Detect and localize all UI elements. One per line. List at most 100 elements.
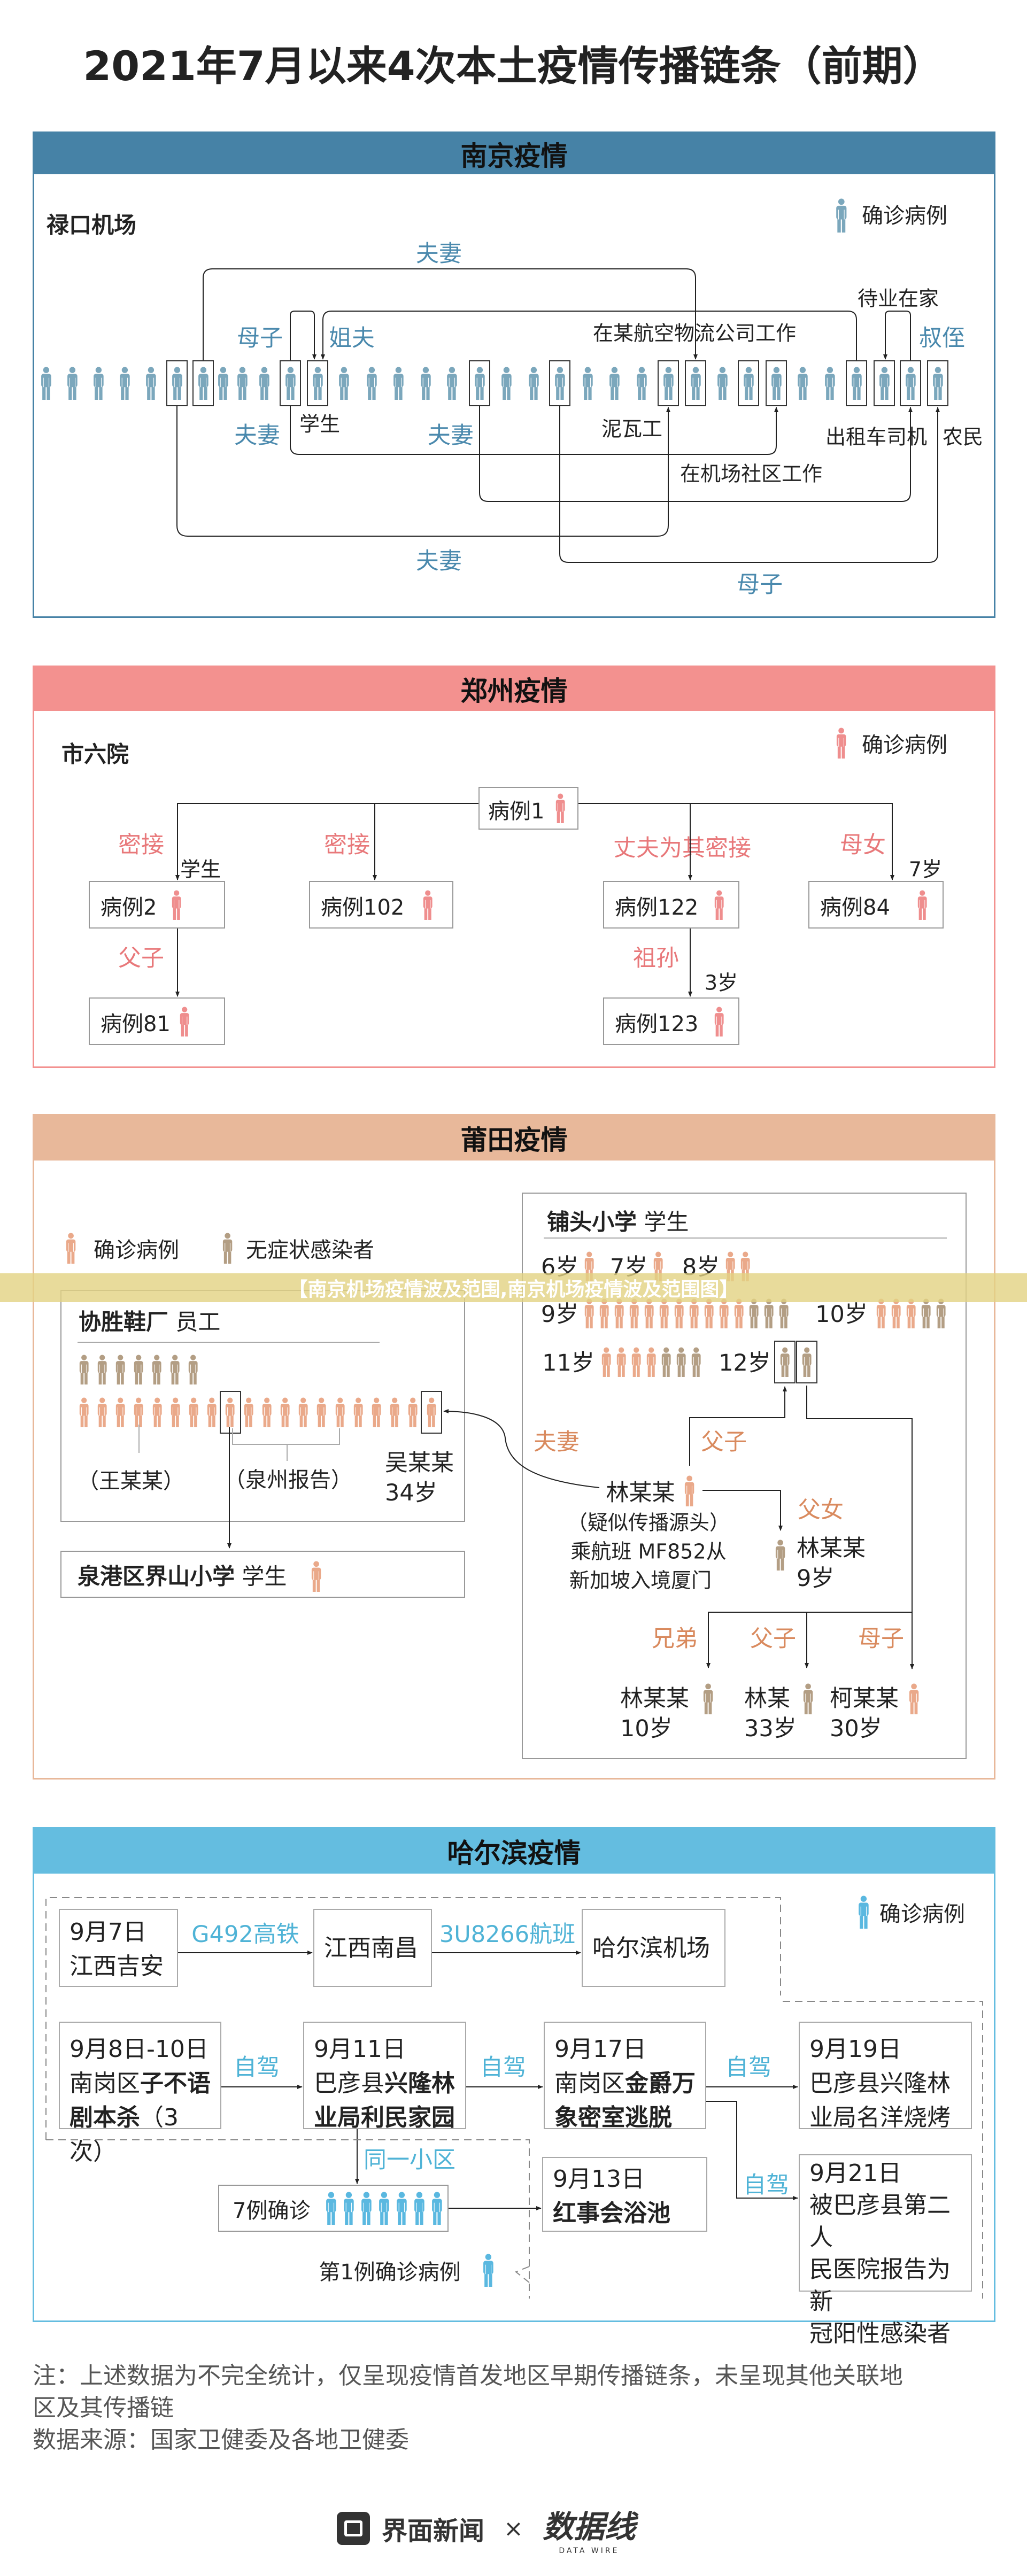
person-icon: [114, 1397, 126, 1427]
label-mother-daughter: 母女: [840, 832, 886, 858]
person-age: 30岁: [830, 1715, 882, 1742]
label-bricklayer: 泥瓦工: [601, 417, 663, 441]
box-escape-room: 9月17日南岗区金爵万象密室逃脱: [544, 2022, 706, 2131]
age-label: 12岁: [719, 1350, 771, 1376]
label-student: 学生: [299, 412, 341, 436]
source-entry: 新加坡入境厦门: [569, 1568, 712, 1592]
label-close-contact: 密接: [324, 832, 370, 858]
person-icon: [713, 890, 725, 920]
person-icon: [118, 367, 132, 400]
box-script-kill: 9月8日-10日南岗区子不语剧本杀（3次）: [59, 2022, 221, 2165]
nanjing-panel: 南京疫情: [33, 131, 995, 618]
person-icon: [133, 1355, 144, 1384]
label-wu-age: 34岁: [385, 1480, 437, 1506]
highlight-box: [927, 360, 948, 406]
factory-title: 协胜鞋厂 员工: [79, 1304, 220, 1337]
person-icon: [643, 1298, 655, 1328]
person-icon: [802, 1683, 814, 1714]
case-81-box: 病例81: [89, 997, 225, 1045]
case-label: 病例102: [321, 895, 405, 920]
label-first-case: 第1例确诊病例: [319, 2260, 461, 2285]
school2-title: 泉港区界山小学 学生: [78, 1559, 287, 1591]
factory-name: 协胜鞋厂: [79, 1309, 169, 1335]
person-icon: [407, 1397, 419, 1427]
person-icon: [221, 1233, 234, 1264]
partner-name: 数据线: [542, 2509, 636, 2545]
footer-logos: 界面新闻 × 数据线 DATA WIRE: [337, 2502, 636, 2555]
label-father-daughter: 父女: [798, 1497, 844, 1523]
person-icon: [377, 2192, 391, 2225]
highlight-box: [192, 360, 214, 406]
case-123-box: 病例123: [603, 997, 739, 1045]
label-couple-top: 夫妻: [416, 241, 462, 267]
person-icon: [360, 2192, 373, 2225]
person-icon: [114, 1355, 126, 1384]
person-icon: [187, 1355, 199, 1384]
label-community: 在机场社区工作: [679, 462, 823, 486]
daughter-age: 9岁: [797, 1565, 835, 1592]
school-title: 铺头小学 学生: [547, 1204, 689, 1237]
venue: 业局利民家园: [314, 2104, 455, 2131]
person-icon: [778, 1298, 790, 1328]
putian-header: 莆田疫情: [34, 1116, 994, 1161]
person-icon: [770, 367, 783, 400]
source-flight: 乘航班 MF852从: [570, 1540, 727, 1564]
nanjing-header: 南京疫情: [34, 133, 994, 174]
person-icon: [430, 2192, 444, 2225]
person-icon: [279, 1397, 291, 1427]
person-icon: [370, 1397, 382, 1427]
person-icon: [78, 1397, 90, 1427]
label-father-son: 父子: [701, 1429, 747, 1456]
divider: [544, 1237, 947, 1239]
legend-asymptomatic-label: 无症状感染者: [246, 1238, 374, 1263]
label-farmer: 农民: [942, 425, 984, 449]
place: 哈尔滨机场: [592, 1935, 710, 1962]
person-icon: [352, 1397, 364, 1427]
highlight-box: [469, 360, 490, 406]
person-icon: [613, 1298, 625, 1328]
nanjing-location: 禄口机场: [47, 212, 137, 238]
person-icon: [835, 728, 847, 759]
person-icon: [65, 1233, 77, 1264]
highlight-box: [796, 1341, 817, 1383]
person-icon: [702, 1683, 714, 1714]
person-icon: [133, 1397, 144, 1427]
jiemian-logo-icon: [337, 2512, 370, 2545]
date: 9月13日: [553, 2165, 645, 2193]
label-couple-left: 夫妻: [234, 422, 280, 449]
person-icon: [630, 1347, 642, 1377]
person-icon: [500, 367, 513, 400]
label-couple-mid: 夫妻: [428, 422, 474, 449]
person-icon: [554, 793, 566, 823]
label-uncle-nephew: 叔侄: [919, 325, 965, 352]
date: 9月17日: [554, 2036, 646, 2063]
label-husband: 丈夫为其密接: [613, 835, 751, 862]
person-age: 10岁: [620, 1715, 673, 1742]
person-icon: [763, 1298, 775, 1328]
person-icon: [482, 2254, 495, 2287]
highlight-box: [420, 1391, 442, 1434]
box-harbin-airport: 哈尔滨机场: [582, 1909, 725, 1987]
highlight-box: [846, 360, 867, 406]
person-icon: [261, 1397, 273, 1427]
label-mother-son: 母子: [237, 325, 283, 352]
person-icon: [92, 367, 105, 400]
person-icon: [96, 1397, 108, 1427]
label-grandparent: 祖孙: [633, 945, 679, 972]
times-sign: ×: [504, 2515, 523, 2542]
legend-label: 确诊病例: [862, 733, 947, 757]
age-label: 10岁: [815, 1301, 868, 1328]
place: 巴彦县兴隆林: [809, 2070, 951, 2097]
label-wu: 吴某某: [385, 1450, 454, 1476]
label-quanzhou: （泉州报告）: [224, 1468, 352, 1492]
highlight-box: [738, 360, 759, 406]
person-icon: [774, 1540, 786, 1571]
person-icon: [673, 1298, 685, 1328]
person-icon: [904, 367, 917, 400]
datawire-logo: 数据线 DATA WIRE: [543, 2502, 636, 2555]
district: 南岗区: [554, 2070, 625, 2097]
person-icon: [527, 367, 540, 400]
label-wang: （王某某）: [78, 1469, 184, 1494]
person-icon: [151, 1397, 163, 1427]
person-name: 林某: [744, 1685, 790, 1712]
